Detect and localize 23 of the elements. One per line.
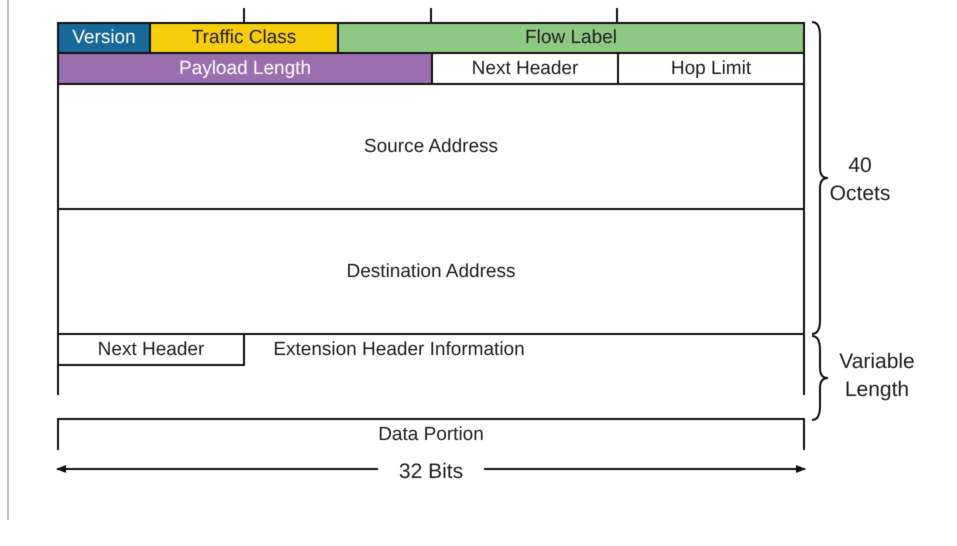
field-box xyxy=(57,333,245,366)
brace-label: Variable Length xyxy=(838,349,916,403)
field-label: Extension Header Information xyxy=(273,339,525,361)
field-label: Hop Limit xyxy=(670,58,752,80)
field-box xyxy=(57,52,433,85)
extension-header-region xyxy=(57,333,805,395)
field-label: Source Address xyxy=(364,136,498,158)
field-label: Payload Length xyxy=(178,58,312,80)
address-box xyxy=(57,83,805,210)
brace-label: 40 Octets xyxy=(828,153,892,207)
field-label: Traffic Class xyxy=(192,27,296,49)
field-label: Data Portion xyxy=(378,424,484,446)
field-label: Version xyxy=(72,27,136,49)
field-label: Flow Label xyxy=(525,27,617,49)
dimension-label: 32 Bits xyxy=(398,459,464,485)
data-region xyxy=(57,418,805,450)
field-box xyxy=(57,22,151,54)
field-box xyxy=(337,22,805,54)
address-box xyxy=(57,208,805,335)
field-label: Next Header xyxy=(472,58,578,80)
field-box xyxy=(149,22,339,54)
field-label: Next Header xyxy=(98,338,204,360)
field-label: Destination Address xyxy=(346,260,516,282)
